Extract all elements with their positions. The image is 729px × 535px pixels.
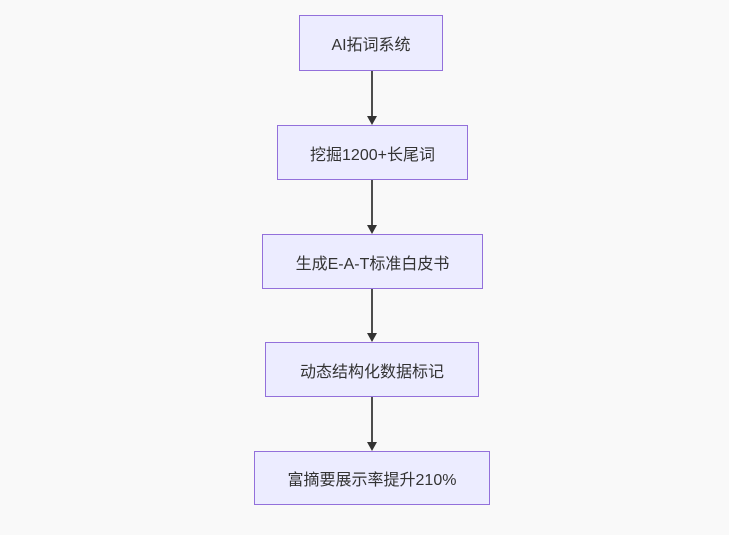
flowchart-edge-3 — [366, 289, 377, 342]
flowchart-node-ai-keyword-system: AI拓词系统 — [299, 15, 443, 71]
arrow-down-icon — [366, 333, 377, 342]
arrow-down-icon — [366, 225, 377, 234]
node-label-structured-data-markup: 动态结构化数据标记 — [299, 363, 444, 381]
edge-line — [370, 397, 373, 442]
flowchart-edge-4 — [366, 397, 377, 451]
arrow-down-icon — [366, 442, 377, 451]
flowchart-node-eat-whitepaper: 生成E-A-T标准白皮书 — [262, 234, 483, 289]
flowchart-edge-1 — [366, 71, 377, 125]
flowchart-node-longtail-mining: 挖掘1200+长尾词 — [277, 125, 468, 180]
arrow-down-icon — [366, 116, 377, 125]
node-label-eat-whitepaper: 生成E-A-T标准白皮书 — [295, 255, 450, 273]
edge-line — [370, 71, 373, 116]
flowchart-node-structured-data-markup: 动态结构化数据标记 — [265, 342, 479, 397]
node-label-rich-snippet-result: 富摘要展示率提升210% — [287, 472, 457, 489]
node-label-ai-keyword-system: AI拓词系统 — [331, 37, 411, 54]
flowchart-edge-2 — [366, 180, 377, 234]
node-label-longtail-mining: 挖掘1200+长尾词 — [310, 146, 435, 164]
flowchart-node-rich-snippet-result: 富摘要展示率提升210% — [254, 451, 490, 505]
edge-line — [370, 289, 373, 333]
edge-line — [370, 180, 373, 225]
